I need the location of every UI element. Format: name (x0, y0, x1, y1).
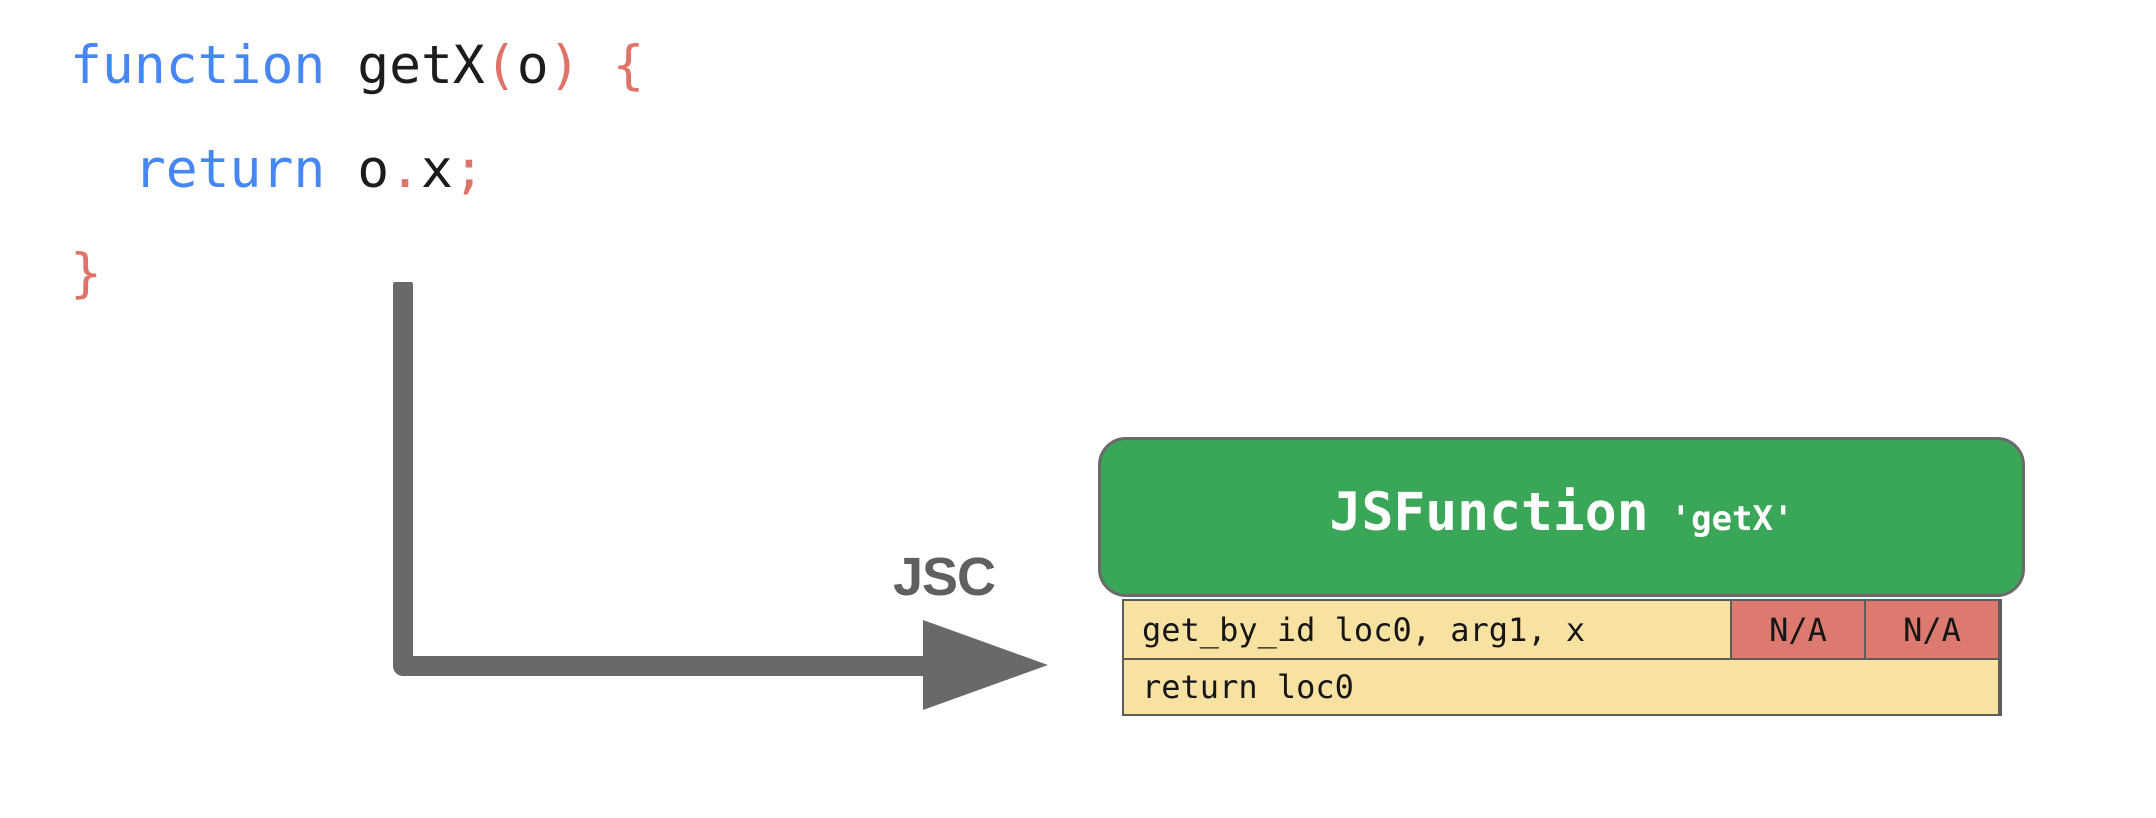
jsfunction-type-name: JSFunction (1329, 482, 1649, 543)
code-function-name: getX (325, 35, 485, 96)
arrow-vertical-segment (393, 282, 413, 656)
arrow-head-icon (923, 620, 1048, 710)
code-line-3: } (70, 222, 644, 326)
bytecode-meta-cell-1: N/A (1732, 601, 1864, 658)
bytecode-instruction-get-by-id: get_by_id loc0, arg1, x (1124, 601, 1730, 658)
code-arg: o (516, 35, 549, 96)
code-brace-close: } (70, 243, 102, 304)
code-brace-open: { (580, 35, 645, 96)
jsc-arrow-label: JSC (893, 547, 996, 607)
bytecode-instruction-return: return loc0 (1124, 660, 1998, 714)
code-line-1: function getX(o) { (70, 14, 644, 118)
code-object: o (325, 139, 390, 200)
source-code-block: function getX(o) { return o.x;} (70, 14, 644, 326)
bytecode-meta-cell-2: N/A (1866, 601, 1998, 658)
arrow-horizontal-segment (393, 656, 923, 676)
code-semicolon: ; (452, 139, 485, 200)
code-keyword-function: function (70, 35, 326, 96)
code-property: x (421, 139, 453, 200)
code-keyword-return: return (70, 139, 326, 200)
jsfunction-box: JSFunction 'getX' (1098, 437, 2025, 597)
code-line-2: return o.x; (70, 118, 644, 222)
code-paren-open: ( (484, 35, 517, 96)
code-paren-close: ) (548, 35, 581, 96)
code-dot: . (389, 139, 422, 200)
jsfunction-function-name: 'getX' (1670, 499, 1794, 539)
bytecode-table: get_by_id loc0, arg1, x N/A N/A return l… (1122, 599, 2002, 716)
